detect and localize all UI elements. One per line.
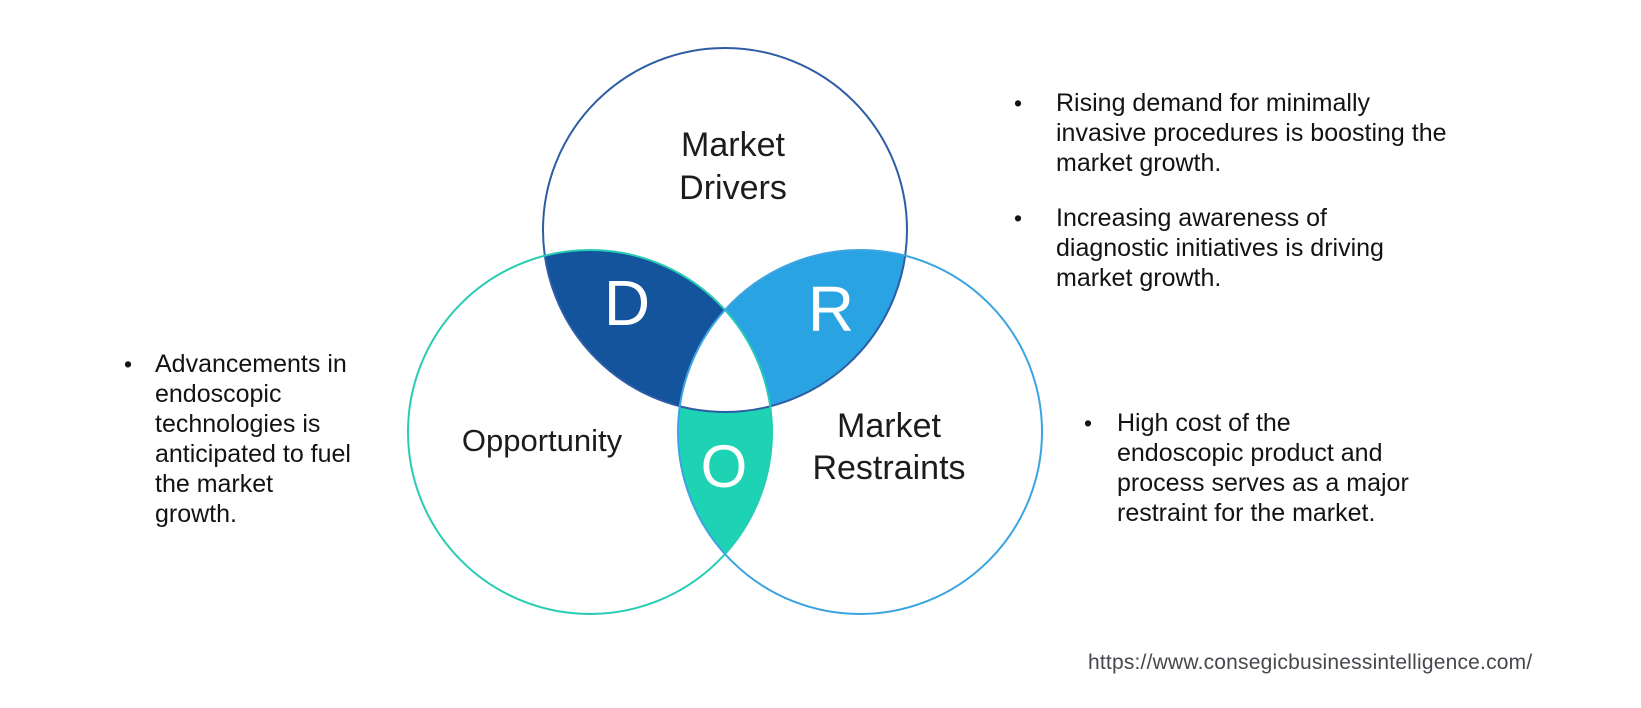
bullet-dot: • (1084, 410, 1093, 436)
letter-o: O (700, 433, 748, 500)
source-url: https://www.consegicbusinessintelligence… (1088, 651, 1533, 674)
drivers-restraints-overlap (678, 250, 907, 412)
drivers-circle-outline (542, 47, 908, 413)
bullet-dot: • (1014, 205, 1023, 231)
drivers-label: Market Drivers (679, 126, 787, 207)
bullet-text: Increasing awareness of diagnostic initi… (1056, 204, 1384, 292)
bullet-text: High cost of the endoscopic product and … (1117, 409, 1409, 527)
letter-r: R (807, 273, 855, 345)
bullet-text: Rising demand for minimally invasive pro… (1056, 89, 1447, 177)
list-item: • Advancements in endoscopic technologie… (120, 349, 351, 529)
bullet-dot: • (1014, 90, 1023, 116)
drivers-insights-list: • Rising demand for minimally invasive p… (1010, 88, 1447, 293)
drivers-opportunity-overlap (543, 250, 772, 412)
restraints-circle-outline (677, 249, 1043, 615)
restraints-insights-list: • High cost of the endoscopic product an… (1080, 408, 1409, 528)
list-item: • Rising demand for minimally invasive p… (1010, 88, 1447, 178)
bullet-dot: • (124, 351, 133, 377)
restraints-label: Market Restraints (812, 407, 966, 487)
opportunity-circle-outline (407, 249, 773, 615)
bullet-text: Advancements in endoscopic technologies … (155, 350, 351, 528)
opportunity-label: Opportunity (461, 423, 623, 458)
opportunity-insights-list: • Advancements in endoscopic technologie… (120, 349, 351, 529)
list-item: • Increasing awareness of diagnostic ini… (1010, 203, 1447, 293)
list-item: • High cost of the endoscopic product an… (1080, 408, 1409, 528)
letter-d: D (603, 267, 651, 339)
